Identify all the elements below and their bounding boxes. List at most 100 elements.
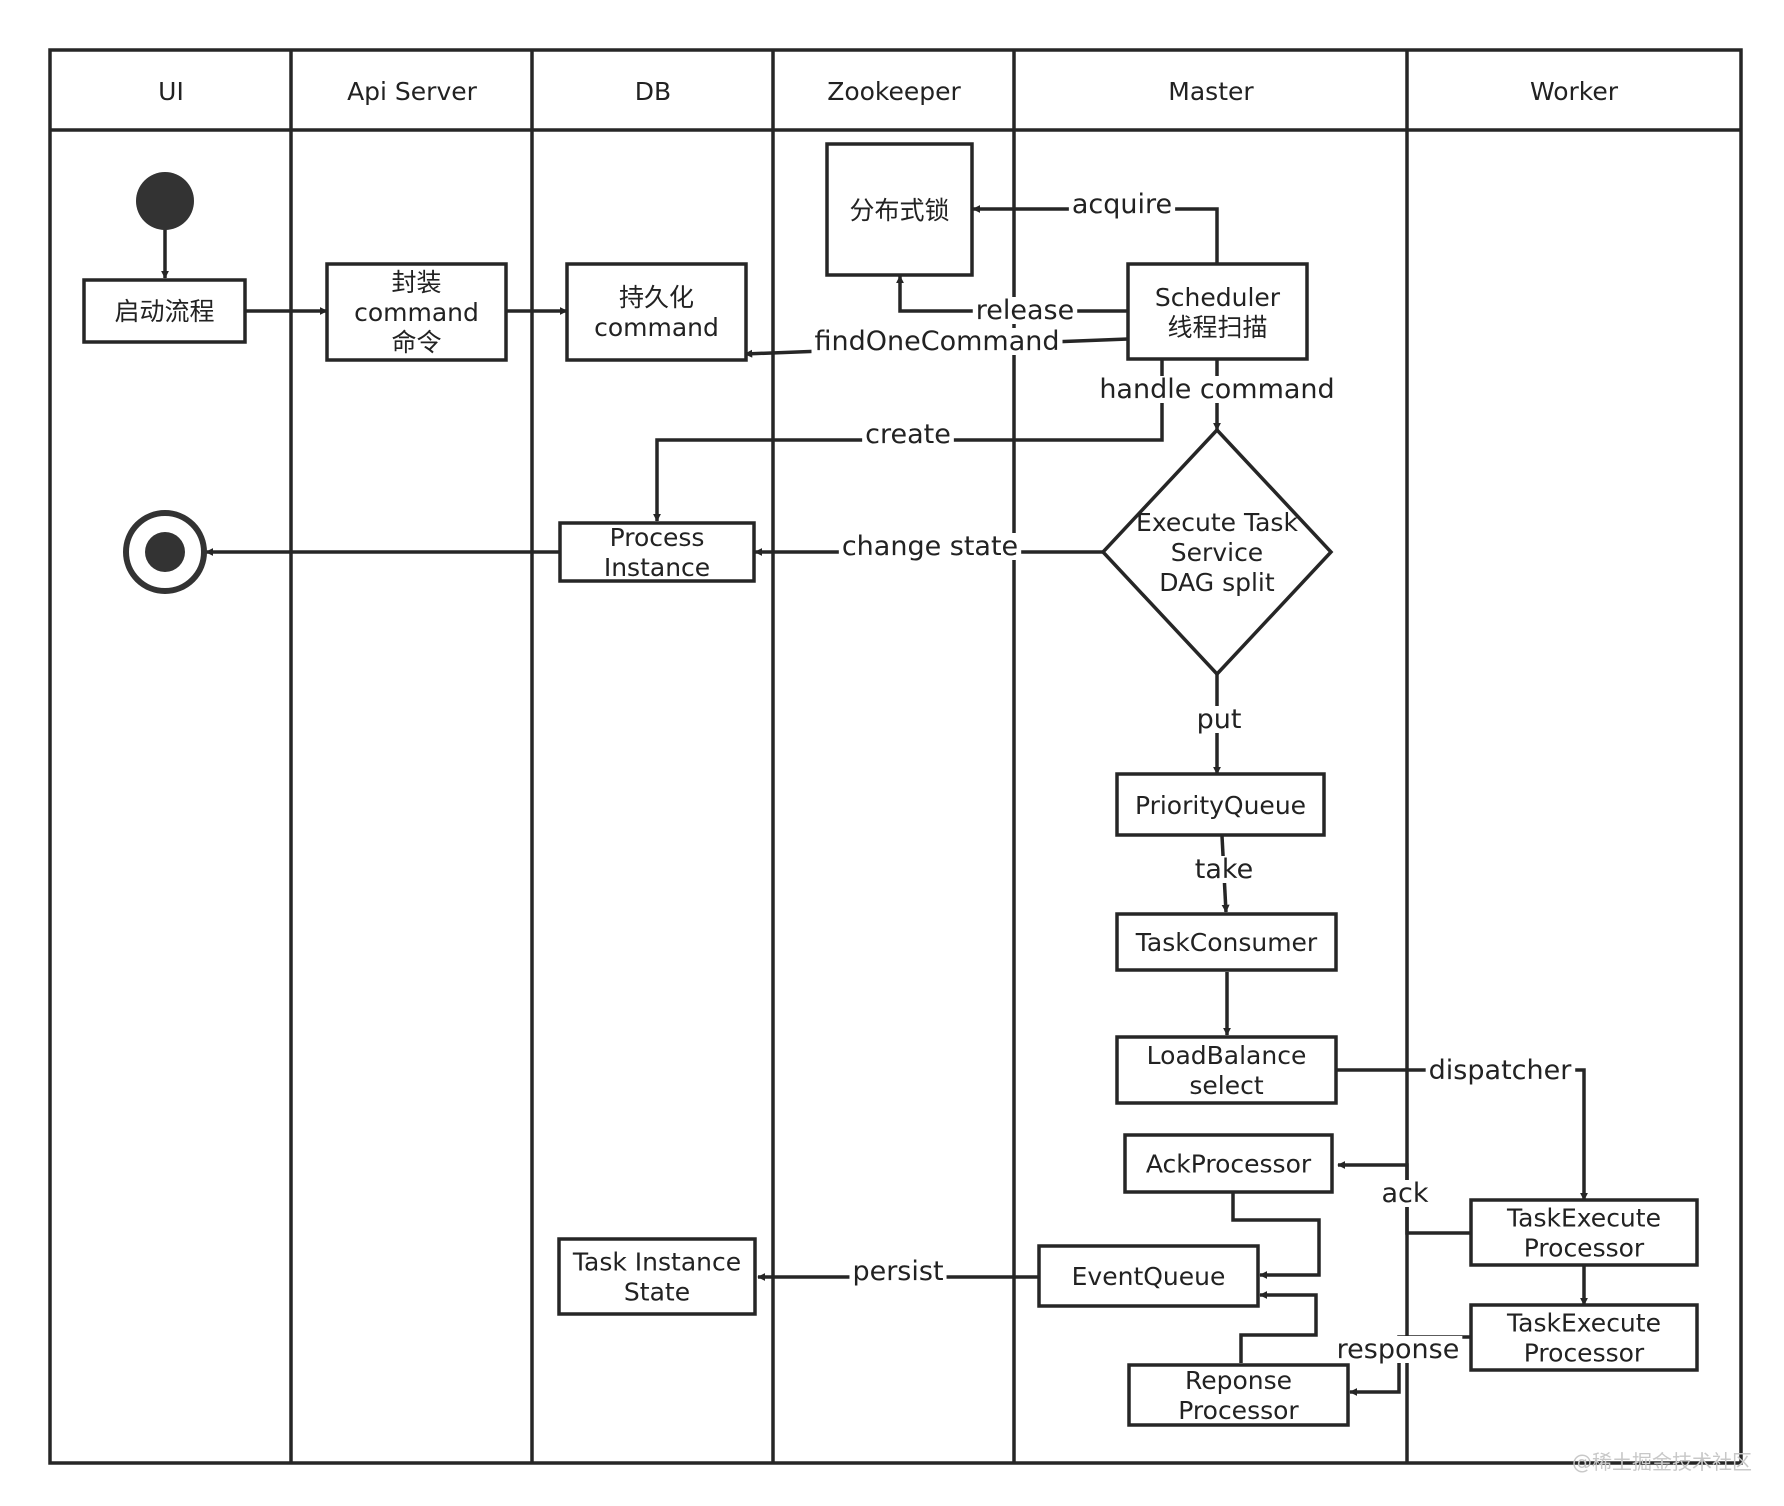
node-priority-queue-label: PriorityQueue (1135, 791, 1306, 820)
node-label-line: 启动流程 (114, 297, 214, 326)
node-label-line: AckProcessor (1146, 1150, 1312, 1179)
node-label-line: Scheduler (1155, 283, 1281, 312)
node-label-line: TaskConsumer (1135, 928, 1318, 957)
node-label-line: Processor (1178, 1396, 1299, 1425)
node-ack-processor (1123, 1133, 1334, 1194)
node-start-flow-label: 启动流程 (114, 297, 214, 326)
node-label-line: command (354, 298, 479, 327)
node-label-line: 命令 (391, 328, 441, 357)
node-label-line: 持久化 (619, 283, 694, 312)
edge-label-background (1333, 1336, 1463, 1363)
edge-label-dispatcher: dispatcher (1429, 1055, 1573, 1086)
edges (161, 205, 1588, 1396)
edge-label-release: release (976, 295, 1074, 326)
node-task-instance-state (557, 1237, 757, 1316)
node-task-execute-processor-1 (1469, 1198, 1699, 1267)
edge-response-to-eventqueue (1239, 1291, 1318, 1363)
edge-label-background (1193, 706, 1245, 733)
node-label-line: LoadBalance (1147, 1041, 1307, 1070)
edge-dispatcher (1336, 1068, 1588, 1201)
node-task-consumer-label: TaskConsumer (1135, 928, 1318, 957)
node-label-line: command (594, 313, 719, 342)
edge-label-create: create (865, 419, 951, 450)
node-start-flow (82, 278, 247, 344)
lane-title-zookeeper: Zookeeper (827, 77, 961, 106)
node-label-line: 分布式锁 (849, 196, 949, 225)
node-task-consumer (1115, 912, 1338, 972)
lane-title-api-server: Api Server (347, 77, 478, 106)
lane-headers: UI Api Server DB Zookeeper Master Worker (158, 77, 1619, 106)
lane-title-ui: UI (158, 77, 184, 106)
edge-label-background (849, 1258, 947, 1285)
node-label-line: TaskExecute (1506, 1309, 1661, 1338)
edge-acquire (972, 205, 1219, 264)
edge-label-change-state: change state (842, 531, 1018, 562)
node-label-line: Execute Task (1136, 508, 1298, 537)
node-persist-command (565, 262, 748, 362)
lane-title-db: DB (635, 77, 671, 106)
lane-title-master: Master (1168, 77, 1254, 106)
edge-labels: acquire release findOneCommand handle co… (811, 189, 1576, 1365)
edge-label-background (1378, 1180, 1432, 1207)
node-label-line: Process (610, 523, 705, 552)
node-label-line: Task Instance (572, 1248, 741, 1277)
node-ack-processor-label: AckProcessor (1146, 1150, 1312, 1179)
node-process-instance (558, 521, 756, 583)
node-label-line: TaskExecute (1506, 1204, 1661, 1233)
end-node (123, 510, 207, 594)
edge-label-background (1191, 856, 1257, 883)
end-node-core (145, 532, 185, 572)
node-label-line: State (624, 1278, 690, 1307)
node-label-line: EventQueue (1072, 1262, 1226, 1291)
node-wrap-command (325, 262, 508, 362)
node-label-line: Processor (1524, 1339, 1645, 1368)
edge-label-ack: ack (1381, 1178, 1428, 1209)
edge-label-background (811, 328, 1063, 355)
node-event-queue (1037, 1244, 1260, 1308)
node-label-line: 封装 (391, 268, 441, 297)
node-label-line: PriorityQueue (1135, 791, 1306, 820)
node-distributed-lock (825, 142, 974, 277)
edge-label-background (1068, 191, 1176, 218)
lane-title-worker: Worker (1530, 77, 1619, 106)
edge-label-background (862, 421, 954, 448)
edge-label-response: response (1337, 1334, 1460, 1365)
node-event-queue-label: EventQueue (1072, 1262, 1226, 1291)
edge-label-background (1096, 376, 1338, 403)
node-label-line: 线程扫描 (1167, 313, 1267, 342)
node-scheduler (1126, 262, 1309, 361)
node-label-line: Instance (604, 553, 710, 582)
node-label-line: Reponse (1185, 1366, 1292, 1395)
frame-border (48, 48, 1743, 1465)
watermark: @稀土掘金技术社区 (1572, 1450, 1752, 1474)
start-node (136, 172, 194, 230)
edge-label-find-one-command: findOneCommand (814, 326, 1059, 357)
node-label-line: Processor (1524, 1234, 1645, 1263)
edge-label-background (1425, 1057, 1576, 1084)
node-priority-queue (1115, 772, 1326, 837)
edge-label-take: take (1195, 854, 1253, 885)
node-task-execute-processor-2 (1469, 1303, 1699, 1372)
node-load-balance (1115, 1035, 1338, 1105)
edge-label-persist: persist (852, 1256, 943, 1287)
node-label-line: Service (1171, 538, 1263, 567)
node-distributed-lock-label: 分布式锁 (849, 196, 949, 225)
swimlane-frame (48, 48, 1743, 1465)
node-label-line: select (1189, 1071, 1263, 1100)
node-label-line: DAG split (1159, 568, 1275, 597)
edge-label-handle-command: handle command (1099, 374, 1334, 405)
edge-label-background (838, 533, 1022, 560)
edge-ack-to-eventqueue (1231, 1193, 1321, 1279)
node-execute-service (1100, 427, 1334, 677)
edge-label-background (972, 297, 1078, 324)
